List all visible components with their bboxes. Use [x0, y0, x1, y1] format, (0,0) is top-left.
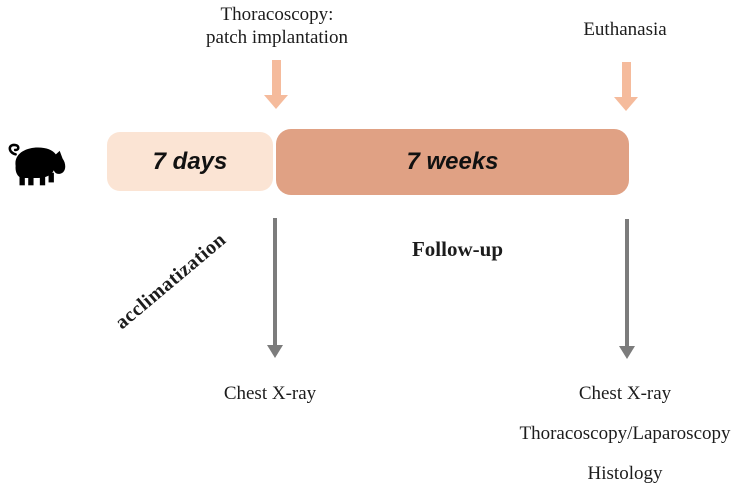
- week7-outcome-thoracoscopy-laparoscopy: Thoracoscopy/Laparoscopy: [519, 423, 731, 444]
- arrow-head: [267, 345, 283, 358]
- day7-outcome-chest-xray: Chest X-ray: [223, 383, 317, 404]
- euthanasia-event-label: Euthanasia: [583, 19, 667, 40]
- week7-outcome-histology: Histology: [587, 463, 663, 484]
- arrow-head: [264, 95, 288, 109]
- implantation-event-label: Thoracoscopy: patch implantation: [177, 3, 377, 49]
- followup-phase-label: Follow-up: [411, 237, 503, 261]
- implantation-event-line2: patch implantation: [206, 27, 348, 48]
- acclimatization-phase-label: acclimatization: [110, 228, 231, 334]
- arrow-shaft: [271, 60, 281, 95]
- day7-outcome-arrow-icon: [267, 218, 283, 358]
- implantation-event-line1: Thoracoscopy:: [220, 4, 334, 25]
- arrow-shaft: [625, 219, 629, 346]
- timeline-segment-7days: 7 days: [107, 132, 273, 191]
- implantation-arrow-icon: [264, 60, 288, 109]
- arrow-head: [619, 346, 635, 359]
- arrow-shaft: [621, 62, 631, 97]
- timeline-segment-7weeks: 7 weeks: [276, 129, 629, 195]
- euthanasia-arrow-icon: [614, 62, 638, 111]
- week7-outcome-chest-xray: Chest X-ray: [578, 383, 672, 404]
- week7-outcome-arrow-icon: [619, 219, 635, 359]
- pig-icon: [4, 138, 66, 190]
- arrow-shaft: [273, 218, 277, 345]
- arrow-head: [614, 97, 638, 111]
